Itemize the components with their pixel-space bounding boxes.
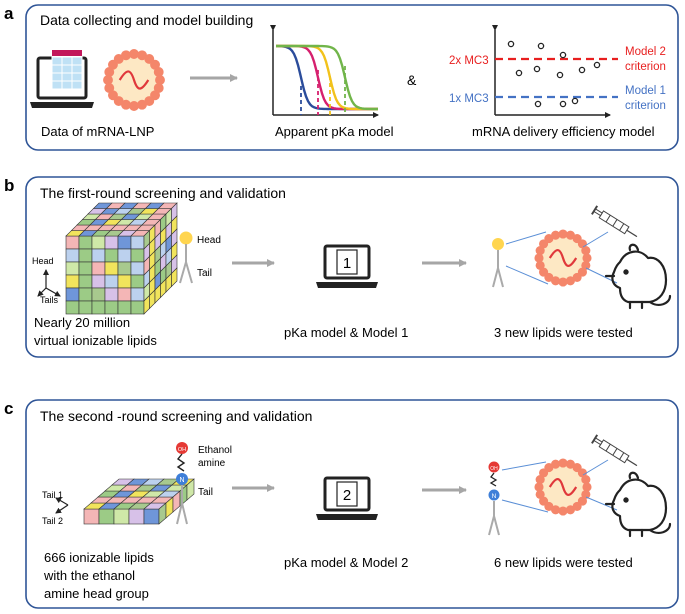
panel-a-letter: a xyxy=(4,4,14,23)
lnp-icon xyxy=(103,49,165,111)
panel-c: c The second -round screening and valida… xyxy=(4,399,679,609)
library-label-line2: virtual ionizable lipids xyxy=(34,333,157,348)
lipid-head-tail-icon xyxy=(179,231,193,284)
mouse-icon xyxy=(604,243,672,310)
laptop-model-1-icon xyxy=(316,244,378,288)
mc3-1x-label: 1x MC3 xyxy=(449,93,489,105)
model1-criterion: criterion xyxy=(625,100,666,112)
curve-yellow xyxy=(276,44,378,111)
lnp-icon-b xyxy=(534,229,592,287)
tail-label-c: Tail xyxy=(198,487,213,498)
axis-tail2-label: Tail 2 xyxy=(42,516,63,526)
syringe-icon-c xyxy=(591,434,638,467)
lipid-library-cube xyxy=(65,202,178,315)
model2-criterion: criterion xyxy=(625,61,666,73)
library-label-line1: Nearly 20 million xyxy=(34,315,130,330)
model1-label: Model 1 xyxy=(625,85,666,97)
pka-curves-chart xyxy=(270,25,379,118)
model2-label: Model 2 xyxy=(625,46,666,58)
curve-green xyxy=(276,44,378,111)
head-label: Head xyxy=(197,235,221,246)
amine-label: amine xyxy=(198,458,226,469)
tested-6-label: 6 new lipids were tested xyxy=(494,555,633,570)
model1-step-label: pKa model & Model 1 xyxy=(284,325,408,340)
panel-b: b The first-round screening and validati… xyxy=(4,176,679,358)
efficiency-chart xyxy=(492,25,618,118)
laptop-number-1: 1 xyxy=(343,255,351,272)
panel-a-title: Data collecting and model building xyxy=(40,12,253,28)
library-c-line3: amine head group xyxy=(44,586,149,601)
data-label: Data of mRNA-LNP xyxy=(41,124,154,139)
library-c-line1: 666 ionizable lipids xyxy=(44,550,154,565)
candidate-lipid-icon xyxy=(492,238,504,288)
efficiency-model-label: mRNA delivery efficiency model xyxy=(472,124,655,139)
curve-navy xyxy=(276,44,378,111)
axis-tails-label: Tails xyxy=(40,295,59,305)
scatter-points xyxy=(507,40,601,108)
oh-label: OH xyxy=(178,447,186,453)
panel-a-frame xyxy=(25,4,679,151)
panel-b-title: The first-round screening and validation xyxy=(40,185,286,201)
panel-c-title: The second -round screening and validati… xyxy=(40,408,312,424)
slab-axes-icon xyxy=(55,497,69,514)
panel-a: a Data collecting and model building Dat… xyxy=(4,4,679,151)
oh-label-small: OH xyxy=(490,466,498,472)
pka-model-label: Apparent pKa model xyxy=(275,124,394,139)
library-c-line2: with the ethanol xyxy=(43,568,135,583)
ethanolamine-library-slab xyxy=(83,478,195,525)
curve-magenta xyxy=(276,44,378,111)
model2-step-label: pKa model & Model 2 xyxy=(284,555,408,570)
tail-label: Tail xyxy=(197,268,212,279)
axis-tail1-label: Tail 1 xyxy=(42,490,63,500)
panel-c-letter: c xyxy=(4,399,13,418)
cube-axes-icon xyxy=(37,269,61,297)
zoom-lines-c xyxy=(501,461,549,513)
laptop-model-2-icon xyxy=(316,476,378,520)
syringe-icon xyxy=(591,205,638,238)
n-label: N xyxy=(179,477,184,484)
axis-head-label: Head xyxy=(32,256,54,266)
ampersand: & xyxy=(407,72,417,88)
mouse-icon-c xyxy=(604,471,672,538)
tested-3-label: 3 new lipids were tested xyxy=(494,325,633,340)
laptop-number-2: 2 xyxy=(343,487,351,504)
candidate-ethanolamine-lipid-icon xyxy=(488,461,500,536)
ethanolamine-lipid-icon xyxy=(176,442,188,525)
panel-c-frame xyxy=(25,399,679,609)
lnp-icon-c xyxy=(534,458,592,516)
n-label-small: N xyxy=(492,493,497,500)
zoom-lines-b xyxy=(505,231,549,285)
panel-b-frame xyxy=(25,176,679,358)
ethanol-label: Ethanol xyxy=(198,445,232,456)
mc3-2x-label: 2x MC3 xyxy=(449,55,489,67)
panel-b-letter: b xyxy=(4,176,14,195)
laptop-data-icon xyxy=(30,50,94,108)
